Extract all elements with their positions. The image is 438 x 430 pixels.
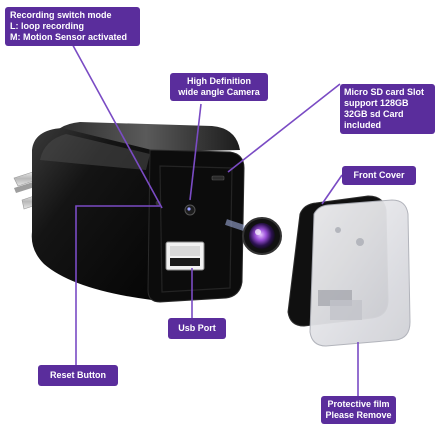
usb-port xyxy=(165,241,205,271)
protective-film-line-2: Please Remove xyxy=(325,410,392,420)
recording-switch-line-3: M: Motion Sensor activated xyxy=(10,32,128,42)
usb-port-label: Usb Port xyxy=(168,318,226,339)
sd-card-line-3: 32GB sd Card xyxy=(344,109,404,119)
camera-lens xyxy=(225,217,282,255)
recording-switch-line-1: Recording switch mode xyxy=(10,10,112,20)
protective-film-label: Protective film Please Remove xyxy=(321,396,396,424)
protective-film xyxy=(309,199,411,347)
reset-button-label: Reset Button xyxy=(38,365,118,386)
sd-card-line-4: included xyxy=(344,120,382,130)
protective-film-line-1: Protective film xyxy=(327,399,390,409)
charger-body xyxy=(31,122,245,303)
sd-card-line-2: support 128GB xyxy=(344,98,409,108)
camera-line-2: wide angle Camera xyxy=(178,87,260,97)
mode-switch-slot xyxy=(211,175,225,181)
front-cover-label: Front Cover xyxy=(342,166,416,185)
camera-line-1: High Definition xyxy=(187,76,251,86)
pointer-lines xyxy=(69,39,359,397)
front-cover-text: Front Cover xyxy=(353,170,405,180)
camera-label: High Definition wide angle Camera xyxy=(170,73,268,101)
sd-card-line-1: Micro SD card Slot xyxy=(344,87,425,97)
sd-card-label: Micro SD card Slot support 128GB 32GB sd… xyxy=(340,84,435,134)
recording-switch-label: Recording switch mode L: loop recording … xyxy=(5,7,140,46)
recording-switch-line-2: L: loop recording xyxy=(10,21,84,31)
reset-button-text: Reset Button xyxy=(50,370,106,380)
usb-port-text: Usb Port xyxy=(178,323,216,333)
